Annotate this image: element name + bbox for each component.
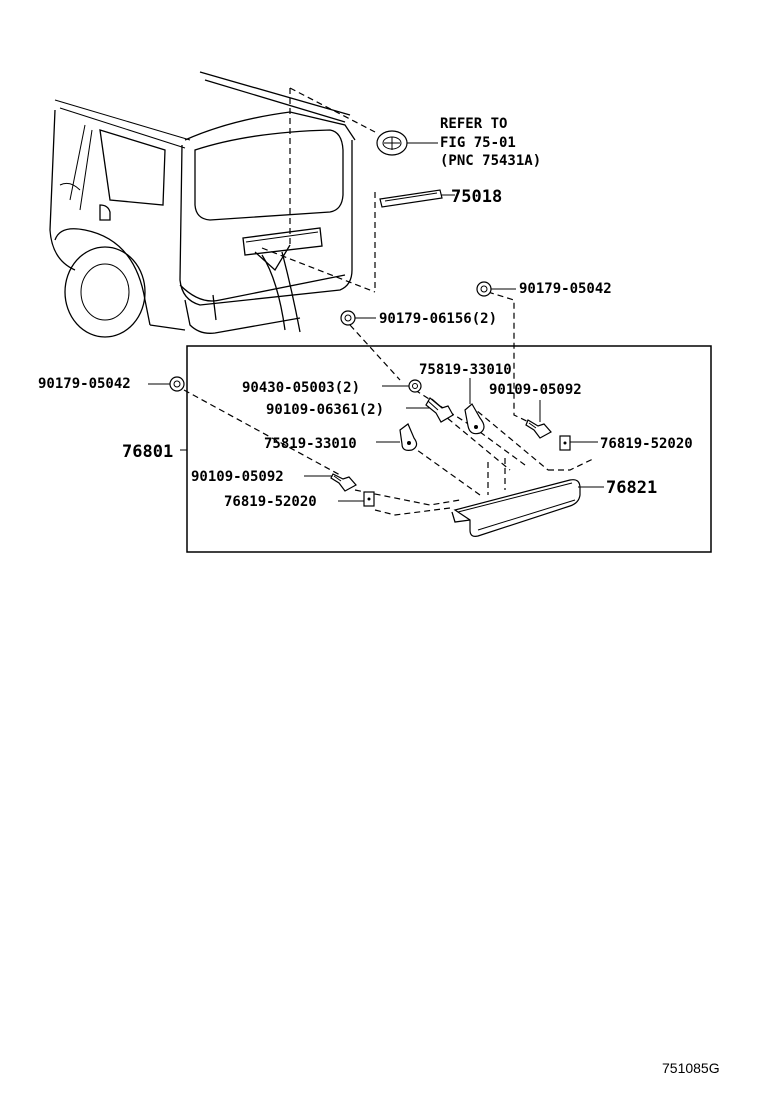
grommet-icon [464,403,485,435]
emblem-icon [376,130,408,156]
clip-icon [169,376,185,392]
part-label-75819-33010-lower: 75819-33010 [264,436,357,452]
reference-line-1: REFER TO [440,116,507,132]
bolt-icon [330,473,357,492]
part-label-90179-06156: 90179-06156(2) [379,311,497,327]
part-label-76819-52020-right: 76819-52020 [600,436,693,452]
part-label-90430-05003: 90430-05003(2) [242,380,360,396]
part-label-76821: 76821 [606,478,657,498]
part-label-76819-52020-left: 76819-52020 [224,494,317,510]
part-label-76801: 76801 [122,442,173,462]
figure-code: 751085G [662,1060,720,1076]
screw-icon [425,397,454,423]
part-label-90179-05042-left: 90179-05042 [38,376,131,392]
detail-box [186,345,712,553]
part-label-90179-05042-top: 90179-05042 [519,281,612,297]
nut-icon [408,379,422,393]
grommet-icon [399,423,418,451]
clip-icon [363,491,375,507]
part-label-90109-06361: 90109-06361(2) [266,402,384,418]
part-label-90109-05092-right: 90109-05092 [489,382,582,398]
reference-line-2: FIG 75-01 [440,135,516,151]
part-label-75819-33010-upper: 75819-33010 [419,362,512,378]
bolt-icon [525,419,552,439]
high-mount-stop-lamp-icon [451,479,581,537]
part-label-90109-05092-left: 90109-05092 [191,469,284,485]
clip-icon [559,435,571,451]
vehicle-rear-illustration [49,71,356,338]
garnish-strip-icon [379,189,443,208]
detail-leader-lines [354,389,596,516]
clip-icon [476,281,492,297]
reference-line-3: (PNC 75431A) [440,153,541,169]
clip-icon [340,310,356,326]
part-label-75018: 75018 [451,187,502,207]
assembly-leader-lines [261,87,536,426]
